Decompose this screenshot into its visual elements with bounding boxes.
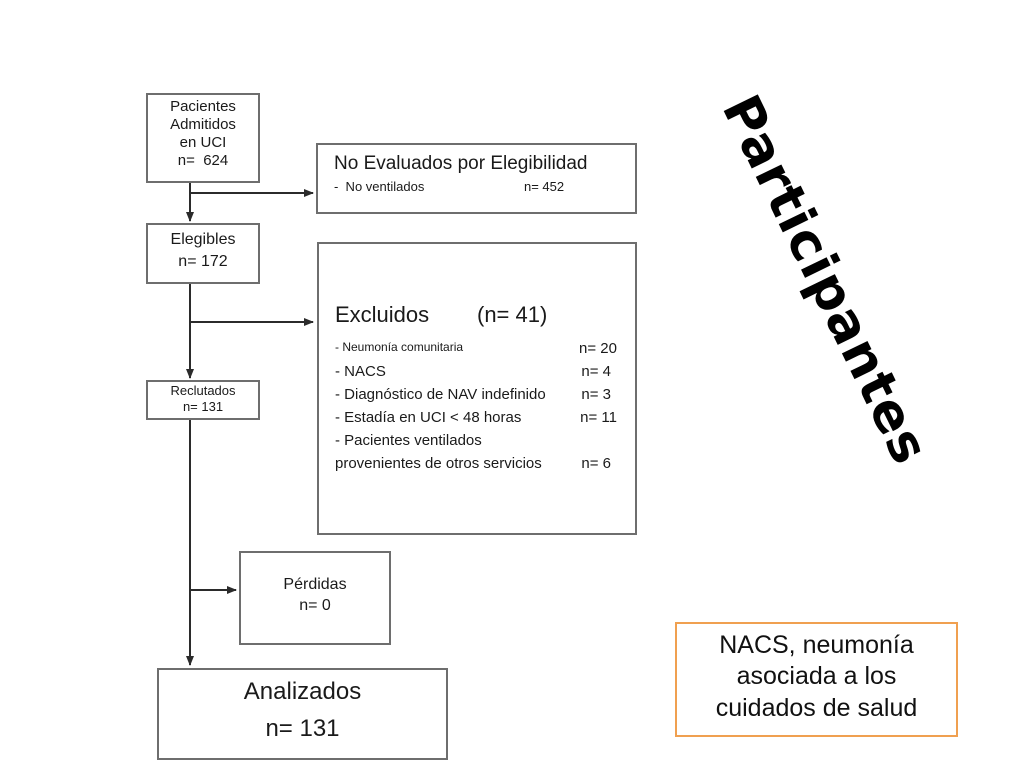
note-line-1: NACS, neumonía <box>719 631 914 659</box>
box-analyzed: Analizados n= 131 <box>157 668 448 760</box>
losses-count: n= 0 <box>299 597 331 615</box>
excluded-item: - Neumonía comunitaria n= 20 <box>335 340 617 357</box>
abbreviation-note: NACS, neumonía asociada a los cuidados d… <box>675 622 958 737</box>
recruited-count: n= 131 <box>182 398 224 414</box>
not-evaluated-item-label: - No ventilados <box>334 179 425 194</box>
eligible-label: Elegibles <box>170 231 236 248</box>
note-line-2: asociada a los <box>736 662 897 691</box>
not-evaluated-item: - No ventilados n= 452 <box>334 179 635 194</box>
excluded-item-value: n= 6 <box>581 455 611 472</box>
eligible-count: n= 172 <box>178 253 228 271</box>
not-evaluated-heading: No Evaluados por Elegibilidad <box>334 153 588 174</box>
box-admitted: Pacientes Admitidos en UCI n= 624 <box>146 93 260 183</box>
box-recruited: Reclutados n= 131 <box>146 380 260 420</box>
excluded-item: - Diagnóstico de NAV indefinido n= 3 <box>335 386 617 403</box>
excluded-item-last-line1: - Pacientes ventilados <box>335 432 482 449</box>
admitted-line-2: Admitidos <box>170 116 236 133</box>
recruited-label: Reclutados <box>170 383 236 398</box>
note-line-3: cuidados de salud <box>715 693 918 722</box>
excluded-item: - NACS n= 4 <box>335 363 617 380</box>
analyzed-label: Analizados <box>243 678 362 705</box>
excluded-heading-label: Excluidos <box>335 302 430 327</box>
excluded-item-label: - Neumonía comunitaria <box>335 340 464 354</box>
excluded-item-label: - Diagnóstico de NAV indefinido <box>335 386 546 403</box>
excluded-item: provenientes de otros servicios n= 6 <box>335 455 617 472</box>
excluded-item-value: n= 4 <box>581 363 611 380</box>
excluded-item-last-line2: provenientes de otros servicios <box>335 455 542 472</box>
excluded-item-label: - Estadía en UCI < 48 horas <box>335 409 522 426</box>
excluded-item-value: n= 20 <box>579 340 617 357</box>
excluded-item-value: n= 11 <box>580 409 617 426</box>
not-evaluated-item-value: n= 452 <box>524 179 565 194</box>
excluded-heading-count: (n= 41) <box>477 302 548 327</box>
excluded-item: - Estadía en UCI < 48 horas n= 11 <box>335 409 617 426</box>
admitted-line-1: Pacientes <box>170 98 236 115</box>
analyzed-count: n= 131 <box>265 714 340 742</box>
excluded-heading: Excluidos (n= 41) <box>335 302 617 328</box>
box-not-evaluated: No Evaluados por Elegibilidad - No venti… <box>316 143 637 214</box>
admitted-count: n= 624 <box>177 152 229 169</box>
box-losses: Pérdidas n= 0 <box>239 551 391 645</box>
excluded-item-label: - NACS <box>335 363 386 380</box>
losses-label: Pérdidas <box>283 576 347 593</box>
excluded-item-value: n= 3 <box>581 386 611 403</box>
box-eligible: Elegibles n= 172 <box>146 223 260 284</box>
box-excluded: Excluidos (n= 41) - Neumonía comunitaria… <box>317 242 637 535</box>
admitted-line-3: en UCI <box>179 134 227 151</box>
